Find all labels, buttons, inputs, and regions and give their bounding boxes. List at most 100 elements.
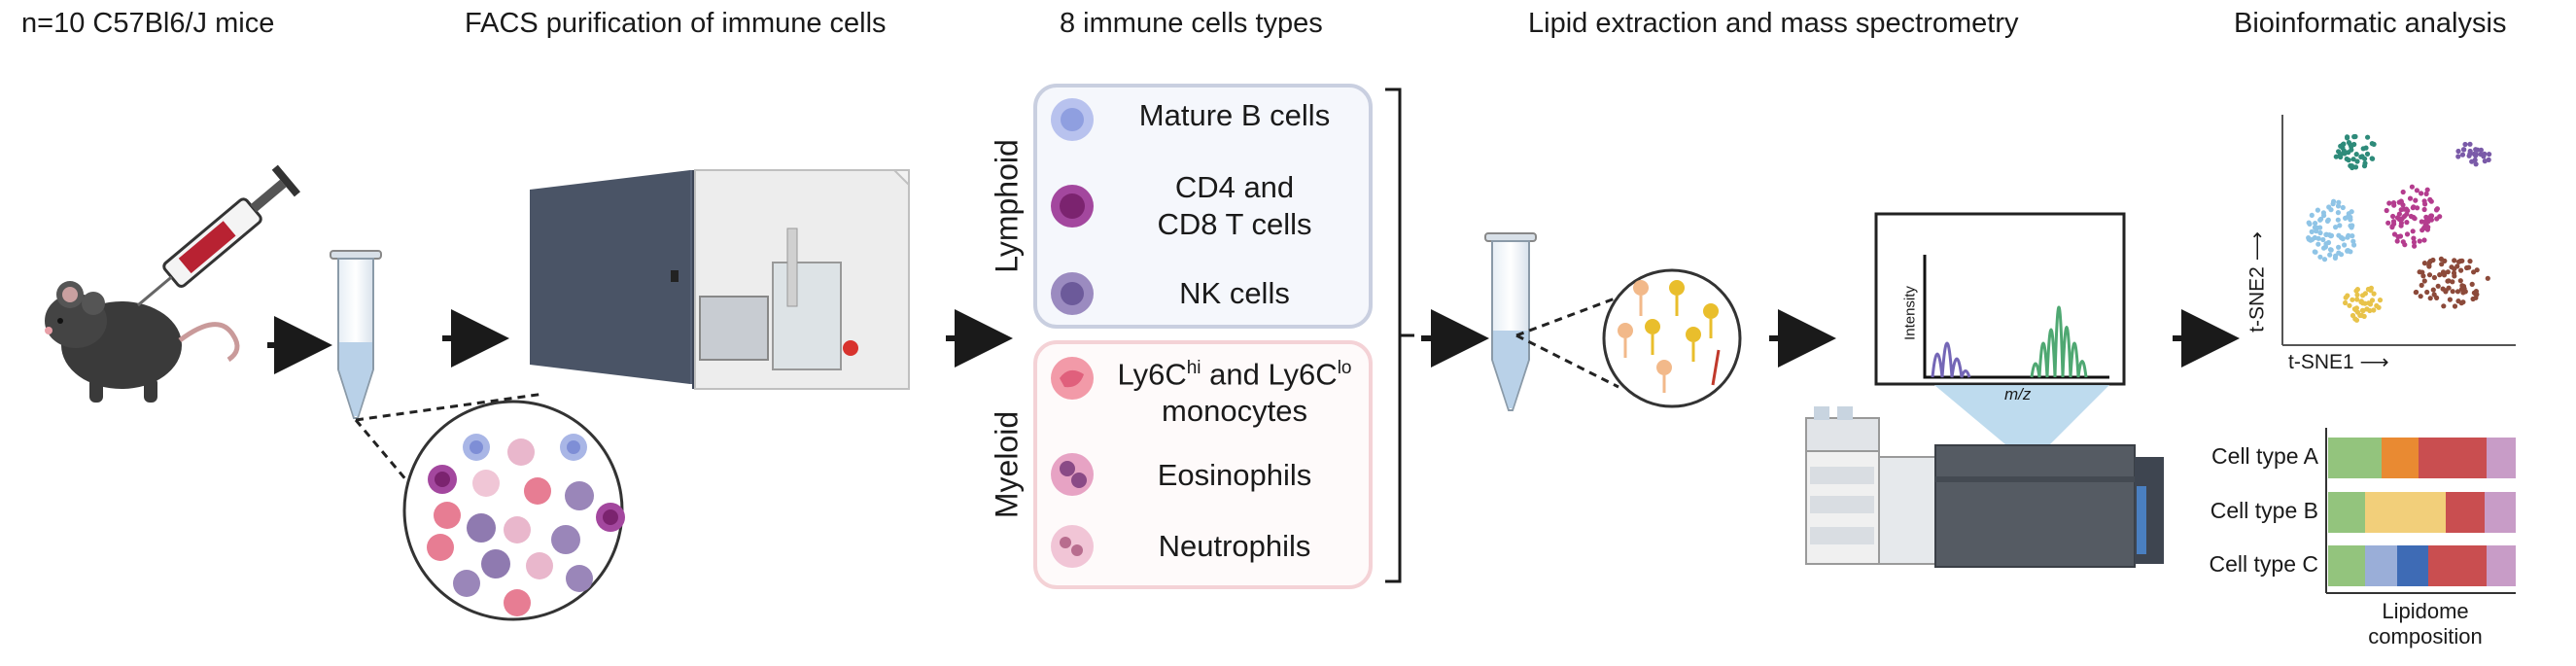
tsne-point [2350, 233, 2355, 239]
tsne-point [2306, 220, 2312, 226]
tsne-point [2467, 148, 2473, 155]
tsne-point [2325, 217, 2331, 223]
tsne-point [2430, 257, 2436, 263]
tsne-point [2346, 140, 2352, 146]
tsne-point [2345, 248, 2350, 254]
tsne-point [2410, 228, 2416, 234]
tsne-ylabel: t-SNE2 ⟶ [2245, 231, 2269, 333]
tsne-point [2466, 153, 2472, 158]
tsne-point [2317, 254, 2323, 260]
tsne-point [2424, 187, 2430, 193]
tsne-point [2317, 225, 2323, 230]
tsne-point [2327, 252, 2333, 258]
tsne-point [2350, 297, 2355, 302]
tsne-point [2457, 278, 2463, 284]
tsne-point [2312, 234, 2317, 241]
tsne-point [2474, 267, 2480, 273]
cell-label-monocytes: Ly6Chi and Ly6Clo monocytes [1117, 357, 1352, 429]
tsne-point [2418, 294, 2423, 299]
tsne-point [2421, 206, 2427, 213]
b-cell-icon [1051, 98, 1094, 141]
tsne-point [2447, 297, 2453, 302]
tsne-point [2425, 225, 2431, 230]
tsne-point [2328, 207, 2334, 213]
tsne-point [2396, 216, 2402, 223]
tsne-point [2336, 244, 2342, 250]
tsne-point [2445, 278, 2451, 284]
tsne-xlabel: t-SNE1 ⟶ [2288, 351, 2389, 373]
cell-label-t: CD4 and CD8 T cells [1157, 170, 1312, 241]
tsne-point [2365, 134, 2371, 140]
cell-label-nk: NK cells [1179, 276, 1290, 310]
tsne-point [2423, 214, 2429, 220]
tsne-point [2385, 220, 2391, 226]
tsne-point [2467, 259, 2473, 264]
lipidome-row-b: Cell type B [2210, 498, 2318, 523]
tsne-point [2371, 307, 2377, 313]
tsne-point [2394, 238, 2400, 244]
tsne-point [2460, 290, 2466, 296]
tsne-point [2473, 161, 2479, 167]
tsne-point [2338, 252, 2345, 258]
tsne-point [2360, 300, 2366, 306]
tsne-point [2322, 244, 2328, 250]
tsne-point [2369, 141, 2375, 147]
tsne-point [2354, 297, 2360, 302]
tsne-point [2452, 258, 2457, 263]
spectrum-xlabel: m/z [2004, 385, 2032, 403]
tsne-point [2327, 247, 2334, 253]
cell-label-eosinophils: Eosinophils [1157, 458, 1312, 492]
tsne-point [2467, 141, 2473, 147]
tsne-point [2370, 156, 2376, 161]
tsne-point [2357, 312, 2363, 318]
tsne-point [2343, 295, 2349, 300]
tsne-point [2419, 269, 2425, 275]
tsne-point [2349, 147, 2354, 153]
mass-spectrum-panel [1874, 212, 2126, 386]
tsne-point [2426, 272, 2433, 278]
tsne-point [2455, 298, 2461, 304]
spectrum-peak-green [2030, 305, 2088, 378]
sample-tube-2 [1484, 232, 1537, 411]
tsne-point [2308, 237, 2314, 243]
tsne-point [2345, 134, 2350, 140]
tsne-point [2346, 158, 2351, 163]
tsne-point [2391, 231, 2398, 237]
tsne-point [2414, 188, 2419, 193]
tsne-point [2430, 287, 2436, 293]
tsne-point [2313, 221, 2318, 227]
tsne-point [2323, 231, 2329, 237]
facs-sorter-icon [530, 169, 910, 390]
tsne-point [2335, 203, 2342, 209]
ms-beam [1934, 385, 2109, 465]
tsne-point [2343, 299, 2349, 306]
tsne-point [2313, 249, 2318, 255]
tsne-point [2337, 223, 2343, 228]
tsne-point [2354, 158, 2360, 164]
tsne-point [2400, 189, 2406, 195]
tsne-point [2421, 261, 2427, 266]
lymphoid-box [1033, 84, 1373, 329]
tsne-point [2350, 312, 2356, 319]
tsne-point [2485, 275, 2490, 281]
nk-cell-icon [1051, 272, 1094, 315]
tsne-point [2384, 207, 2389, 214]
tsne-point [2464, 264, 2470, 271]
tsne-point [2340, 145, 2346, 151]
tsne-point [2321, 213, 2327, 219]
tsne-point [2404, 220, 2410, 226]
tsne-point [2389, 225, 2395, 230]
lipidome-row-a: Cell type A [2211, 443, 2318, 469]
tsne-point [2353, 307, 2359, 313]
tsne-point [2423, 191, 2429, 196]
tsne-point [2454, 263, 2460, 269]
tsne-point [2342, 242, 2348, 248]
tsne-point [2462, 141, 2468, 148]
tsne-point [2487, 152, 2492, 158]
tsne-point [2486, 157, 2491, 162]
myeloid-label: Myeloid [989, 410, 1025, 519]
tsne-point [2472, 157, 2478, 163]
tsne-point [2366, 300, 2372, 306]
tsne-point [2364, 306, 2370, 312]
tsne-point [2415, 205, 2420, 211]
